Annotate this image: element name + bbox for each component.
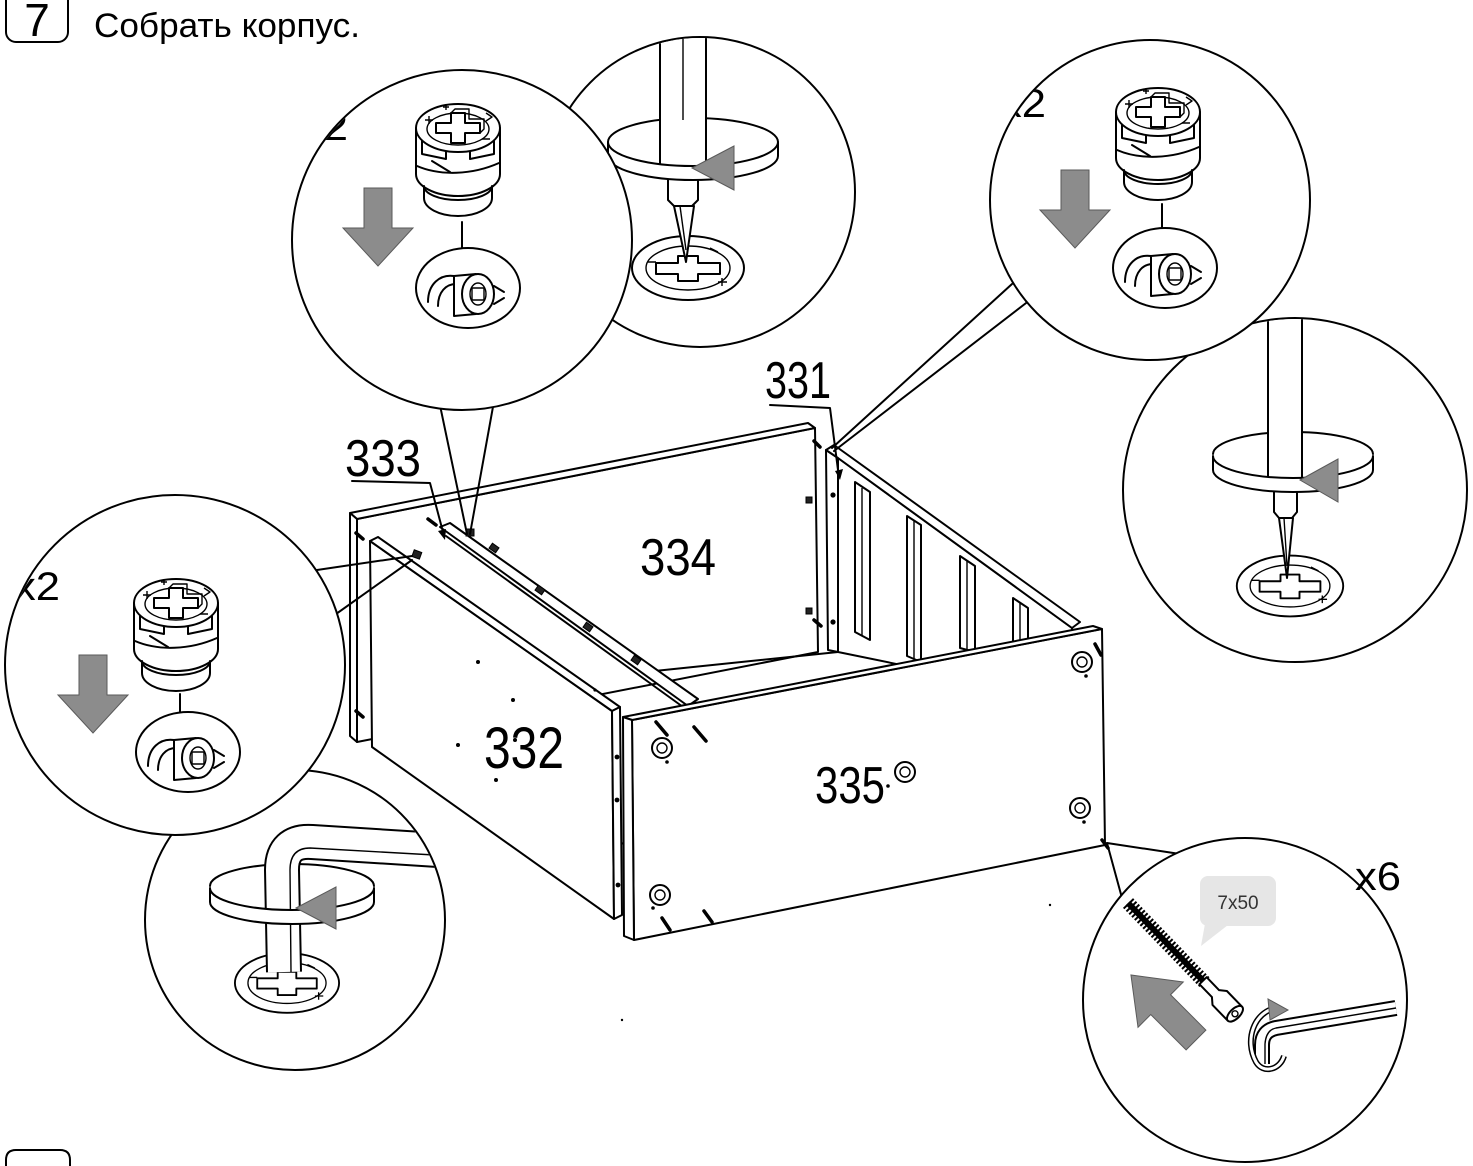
screwdriver-icon	[659, 38, 707, 263]
step-number: 7	[24, 0, 50, 46]
step-number-box	[5, 0, 69, 43]
pointer-arrow-icon	[835, 469, 843, 480]
rotate-arrow-icon	[607, 141, 779, 191]
part-number-331: 331	[765, 352, 831, 410]
next-step-box	[5, 1149, 71, 1166]
quantity-label: x2	[302, 105, 348, 149]
cam-lock-icon	[133, 578, 219, 692]
cam-hole	[886, 761, 916, 788]
cam-lock-icon	[415, 103, 501, 217]
detail-cam-top-right: x2	[989, 39, 1311, 361]
quantity-label: x6	[1355, 855, 1401, 899]
drawer-rail	[854, 481, 871, 641]
detail-confirmat-screw: 7x50 x6	[1082, 837, 1408, 1163]
cam-lock-icon	[1115, 87, 1201, 201]
pointer-arrow-icon	[438, 529, 446, 540]
detail-allen-key-left	[144, 769, 446, 1071]
label-333: 333	[345, 430, 446, 540]
part-number-334: 334	[640, 529, 716, 587]
rotate-arrow-icon	[1212, 455, 1374, 503]
leader-lines	[289, 283, 1181, 899]
left-side-panel-332	[369, 536, 623, 920]
cam-hole	[1071, 651, 1093, 678]
cam-hole	[651, 737, 673, 764]
cam-hole-icon	[415, 247, 521, 329]
confirmat-screw-icon	[1122, 898, 1244, 1023]
step-header: 7 Собрать корпус.	[5, 0, 360, 46]
allen-key-icon	[1254, 1000, 1398, 1064]
step-title: Собрать корпус.	[94, 7, 360, 45]
push-arrow-icon	[1130, 974, 1207, 1051]
cam-hole-icon	[135, 711, 241, 793]
cam-hole	[1069, 797, 1091, 824]
detail-screwdriver-right	[1122, 317, 1468, 663]
part-number-332: 332	[484, 716, 564, 781]
quantity-label: x2	[14, 565, 60, 609]
drawer-rail	[959, 555, 976, 653]
detail-cam-top-left: x2	[291, 69, 633, 411]
screw-size-tag: 7x50	[1200, 876, 1276, 946]
front-panel-335	[620, 625, 1110, 1022]
rotate-arrow-icon	[209, 886, 375, 930]
cabinet-body	[349, 422, 1110, 1022]
top-rail-333	[439, 522, 699, 713]
detail-cam-left: x2	[4, 494, 346, 836]
part-number-335: 335	[815, 757, 885, 815]
cam-hole-icon	[1112, 227, 1218, 309]
cam-hole	[649, 884, 671, 910]
allen-key-icon	[263, 823, 444, 973]
screw-size-label: 7x50	[1217, 893, 1258, 914]
rotate-arrow-icon	[1247, 998, 1290, 1073]
part-number-333: 333	[345, 430, 421, 488]
cam-screw-slot-icon	[1235, 554, 1345, 618]
drawer-rail	[906, 515, 922, 663]
